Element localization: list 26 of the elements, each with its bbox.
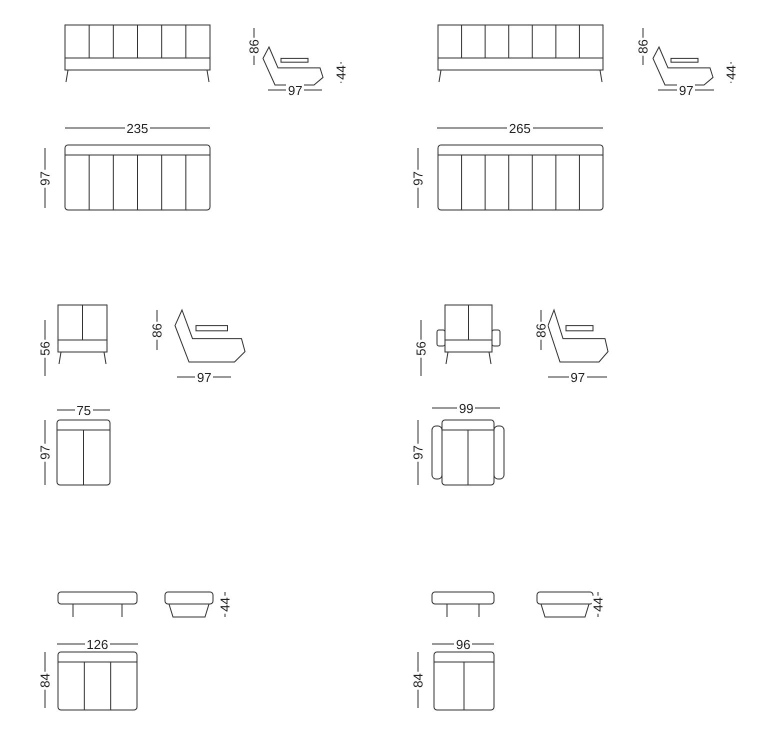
dimension-label: 235 bbox=[124, 122, 150, 134]
dimension-label: 97 bbox=[412, 443, 425, 462]
dimension-label: 86 bbox=[248, 37, 261, 56]
dimension-label: 97 bbox=[38, 168, 52, 188]
dimension-label: 84 bbox=[412, 670, 425, 690]
dimension-label: 86 bbox=[636, 37, 650, 56]
dimension-label: 97 bbox=[195, 370, 214, 384]
dimension-label: 75 bbox=[74, 404, 93, 416]
dimension-label: 97 bbox=[568, 370, 587, 384]
dimension-label: 97 bbox=[677, 84, 696, 96]
dimension-label: 97 bbox=[412, 168, 425, 188]
dimension-label: 44 bbox=[592, 595, 605, 614]
dimension-label: 56 bbox=[38, 338, 52, 358]
dimension-label: 99 bbox=[457, 402, 476, 414]
dimension-label: 265 bbox=[507, 122, 533, 134]
dimension-label: 56 bbox=[414, 338, 428, 358]
dimension-label: 44 bbox=[724, 63, 738, 82]
dimension-label: 97 bbox=[38, 443, 52, 462]
dimension-label: 44 bbox=[218, 595, 232, 614]
dimension-label: 86 bbox=[534, 320, 548, 340]
dimension-label: 96 bbox=[454, 638, 472, 650]
dimension-label: 84 bbox=[38, 670, 52, 690]
dimension-label: 86 bbox=[150, 320, 164, 340]
dimension-label: 44 bbox=[334, 63, 348, 82]
dimension-label: 97 bbox=[286, 84, 304, 96]
dimension-label: 126 bbox=[84, 638, 110, 650]
